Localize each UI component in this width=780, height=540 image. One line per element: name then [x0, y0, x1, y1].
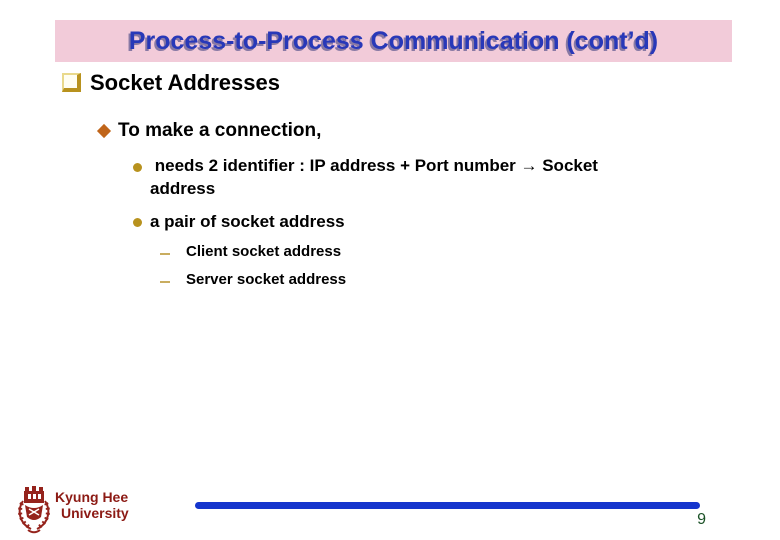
dash-bullet-icon [160, 281, 170, 283]
dash-bullet-icon [160, 253, 170, 255]
bullet-to-make-a-connection: To make a connection, [118, 120, 322, 141]
university-crest-logo [18, 486, 50, 534]
page-number: 9 [697, 511, 706, 528]
university-name: Kyung Hee University [55, 489, 129, 521]
diamond-bullet-icon [96, 123, 112, 139]
bullet-client-socket-address: Client socket address [186, 243, 342, 260]
bullet-needs-2-identifier: needs 2 identifier : IP address + Port n… [150, 156, 598, 198]
org-name-line2: University [61, 505, 129, 521]
bullet-server-socket-address: Server socket address [186, 271, 347, 288]
checkbox-bullet-icon [62, 73, 81, 92]
org-name-line1: Kyung Hee [55, 489, 129, 505]
dot-bullet-icon [133, 163, 142, 172]
dot-bullet-icon [133, 218, 142, 227]
slide-title: Process-to-Process Communication (cont’d… [128, 26, 659, 55]
bullet-pair-of-socket-address: a pair of socket address [150, 212, 345, 231]
title-bar: Process-to-Process Communication (cont’d… [55, 20, 732, 62]
heading-socket-addresses: Socket Addresses [90, 70, 280, 95]
footer-accent-line [195, 502, 700, 509]
